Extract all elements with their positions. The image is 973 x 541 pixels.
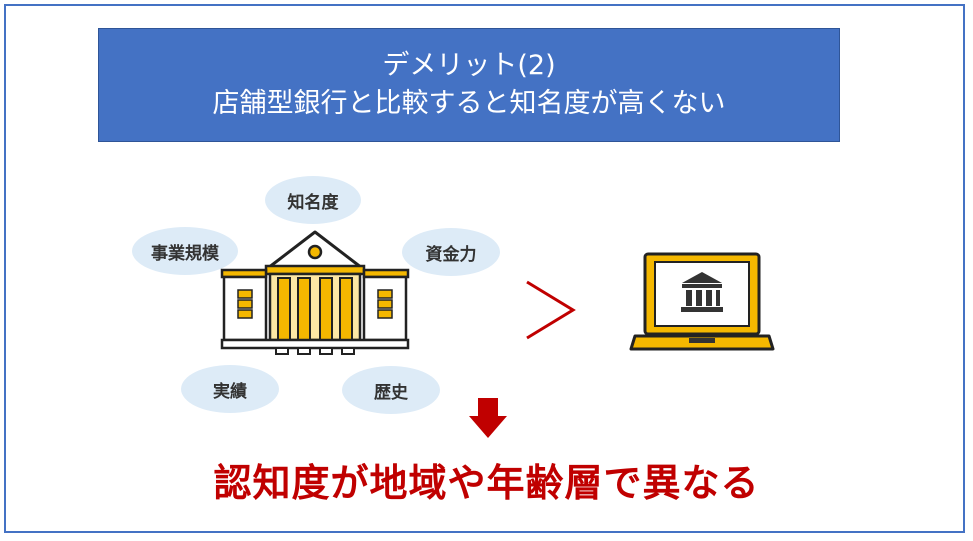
bubble-rekishi-label: 歴史 [374,382,408,403]
conclusion-text: 認知度が地域や年齢層で異なる [213,461,760,505]
bubble-rekishi: 歴史 [342,366,440,414]
bank-building-icon [220,230,410,355]
bubble-jigyo-kibo-label: 事業規模 [151,243,219,264]
bubble-jisseki-label: 実績 [213,381,247,402]
bubble-jigyo-kibo: 事業規模 [132,227,238,275]
title-banner: デメリット(2) 店舗型銀行と比較すると知名度が高くない [98,28,840,142]
bubble-shikin-label: 資金力 [425,244,477,265]
bubble-chimeido-label: 知名度 [287,192,339,213]
laptop-icon [629,252,775,351]
title-line-1: デメリット(2) [382,50,556,81]
down-arrow-icon [469,398,507,438]
title-line-2: 店舗型銀行と比較すると知名度が高くない [212,88,726,119]
greater-than-symbol [526,280,576,340]
slide-frame [4,4,965,533]
bubble-jisseki: 実績 [181,365,279,413]
bubble-chimeido: 知名度 [265,176,361,224]
bubble-shikin: 資金力 [402,228,500,276]
